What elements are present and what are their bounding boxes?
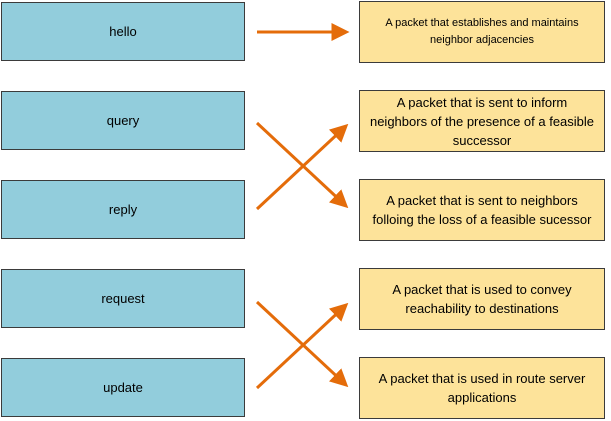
arrow-query-to-definition-3 [255, 121, 349, 209]
arrow-reply-to-definition-2 [255, 123, 349, 211]
definition-text: A packet that is sent to inform neighbor… [369, 94, 595, 148]
term-label: hello [109, 24, 137, 39]
term-query[interactable]: query [1, 91, 245, 150]
term-update[interactable]: update [1, 358, 245, 417]
term-label: query [106, 113, 140, 128]
definition-1[interactable]: A packet that establishes and maintains … [359, 1, 605, 63]
definition-5[interactable]: A packet that is used in route server ap… [359, 357, 605, 419]
definition-2[interactable]: A packet that is sent to inform neighbor… [359, 90, 605, 152]
term-label: request [101, 291, 145, 306]
definition-text: A packet that is used to convey reachabi… [392, 282, 572, 316]
definition-text: A packet that is used in route server ap… [378, 371, 586, 405]
definition-text: A packet that is sent to neighbors follo… [372, 193, 592, 227]
definition-3[interactable]: A packet that is sent to neighbors follo… [359, 179, 605, 241]
term-label: reply [108, 202, 138, 217]
arrow-update-to-definition-4 [255, 302, 349, 390]
term-label: update [103, 380, 143, 395]
term-request[interactable]: request [1, 269, 245, 328]
definition-4[interactable]: A packet that is used to convey reachabi… [359, 268, 605, 330]
arrow-request-to-definition-5 [255, 300, 349, 388]
term-reply[interactable]: reply [1, 180, 245, 239]
definition-text: A packet that establishes and maintains … [385, 17, 579, 46]
term-hello[interactable]: hello [1, 2, 245, 61]
